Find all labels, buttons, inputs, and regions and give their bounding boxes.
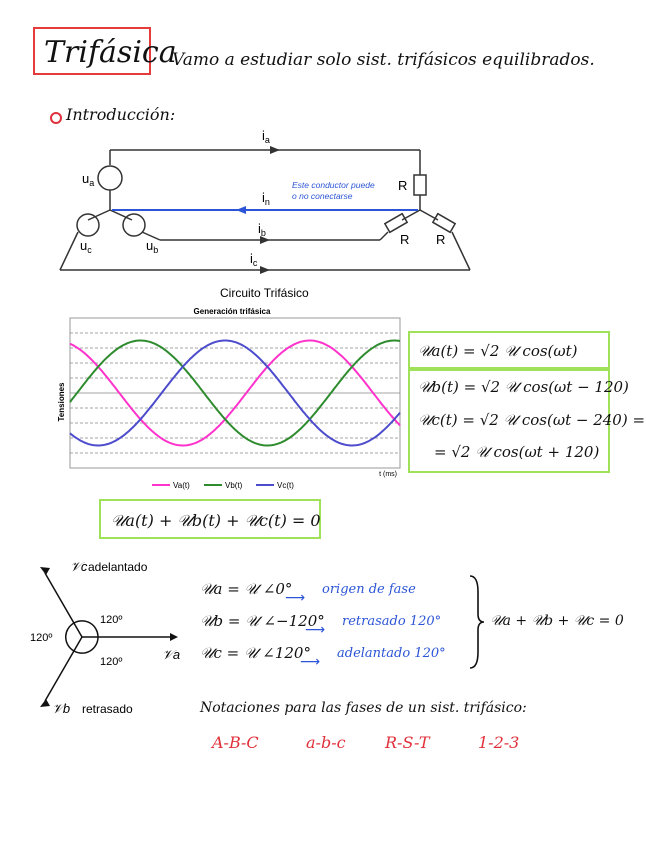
chart-ylabel: Tensiones — [57, 382, 66, 422]
source-c-icon — [76, 213, 100, 237]
intro-heading: Introducción: — [66, 105, 176, 124]
phasor-angle-1: 120º — [100, 614, 122, 626]
legend-label: Vc(t) — [277, 481, 294, 490]
label-ua: ua — [82, 171, 94, 188]
notation-item: 1-2-3 — [478, 733, 520, 752]
phasor-eq-sum: 𝒰a + 𝒰b + 𝒰c = 0 — [490, 613, 624, 629]
chart-xlabel: t (ms) — [379, 471, 397, 478]
equation-ub: 𝒰b(t) = √2 𝒰 cos(ωt − 120) — [418, 378, 629, 396]
phasor-vc-label: 𝒱c — [70, 559, 88, 574]
phasor-angle-3: 120º — [100, 656, 122, 668]
phasor-eq-b: 𝒰b = 𝒰 ∠−120° — [200, 612, 325, 630]
phasor-note-c: adelantado 120° — [337, 646, 446, 661]
neutral-note-1: Este conductor puede — [292, 180, 375, 190]
notations-heading: Notaciones para las fases de un sist. tr… — [200, 700, 527, 716]
legend-label: Vb(t) — [225, 481, 243, 490]
label-ia: ia — [262, 128, 270, 145]
subtitle: Vamo a estudiar solo sist. trifásicos eq… — [172, 50, 595, 70]
phasor-vb-label: 𝒱b — [52, 701, 70, 716]
equation-ua: 𝒰a(t) = √2 𝒰 cos(ωt) — [418, 342, 578, 360]
arrow-icon: ⟶ — [300, 654, 321, 670]
legend-label: Va(t) — [173, 481, 190, 490]
equation-box-bc: 𝒰b(t) = √2 𝒰 cos(ωt − 120) 𝒰c(t) = √2 𝒰 … — [408, 369, 645, 473]
phasor-va-label: 𝒱a — [162, 647, 180, 662]
equation-sum: 𝒰a(t) + 𝒰b(t) + 𝒰c(t) = 0 — [111, 511, 321, 530]
label-r2: R — [400, 232, 409, 247]
equation-box-sum: 𝒰a(t) + 𝒰b(t) + 𝒰c(t) = 0 — [99, 499, 321, 539]
phasor-note-b: retrasado 120° — [342, 614, 442, 629]
page-title: Trifásica — [44, 35, 177, 70]
phasor-vb-text: retrasado — [82, 702, 133, 716]
circuit-caption: Circuito Trifásico — [220, 286, 309, 300]
label-r1: R — [398, 178, 407, 193]
phasor-eq-c: 𝒰c = 𝒰 ∠120° — [200, 644, 311, 662]
neutral-note-2: o no conectarse — [292, 191, 353, 201]
three-phase-circuit: ia in ib ic ua ub uc R R R Este conducto… — [59, 128, 471, 300]
equation-uc-2: = √2 𝒰 cos(ωt + 120) — [434, 443, 600, 461]
phasor-vc-text: adelantado — [88, 560, 148, 574]
label-r3: R — [436, 232, 445, 247]
arrow-icon: ⟶ — [305, 622, 326, 638]
phasor-eq-a: 𝒰a = 𝒰 ∠0° — [200, 580, 293, 598]
chart-title: Generación trifásica — [194, 307, 271, 316]
chart-series-Va(t) — [69, 339, 401, 447]
bullet-icon — [50, 112, 62, 124]
notation-item: a-b-c — [306, 733, 346, 752]
label-ib: ib — [258, 221, 266, 238]
chart-series-Vb(t) — [69, 339, 401, 447]
arrow-icon: ⟶ — [285, 590, 306, 606]
source-a-icon — [97, 165, 123, 191]
title-box — [33, 27, 151, 75]
equation-uc-1: 𝒰c(t) = √2 𝒰 cos(ωt − 240) = — [418, 411, 646, 429]
brace-icon — [469, 575, 485, 669]
equation-box-a: 𝒰a(t) = √2 𝒰 cos(ωt) — [408, 331, 610, 369]
three-phase-chart: Generación trifásica Tensiones t (ms) Va… — [57, 307, 401, 490]
label-in: in — [262, 190, 270, 207]
label-uc: uc — [80, 238, 92, 255]
chart-series-Vc(t) — [69, 339, 401, 447]
phasor-diagram: 𝒱c adelantado 𝒱a 𝒱b retrasado 120º 120º … — [30, 559, 180, 716]
notation-item: A-B-C — [212, 733, 259, 752]
notation-item: R-S-T — [385, 733, 430, 752]
source-b-icon — [122, 213, 146, 237]
label-ub: ub — [146, 238, 158, 255]
phasor-note-a: origen de fase — [322, 582, 416, 597]
phasor-angle-2: 120º — [30, 632, 52, 644]
label-ic: ic — [250, 251, 258, 268]
resistor-a-icon — [413, 174, 427, 196]
